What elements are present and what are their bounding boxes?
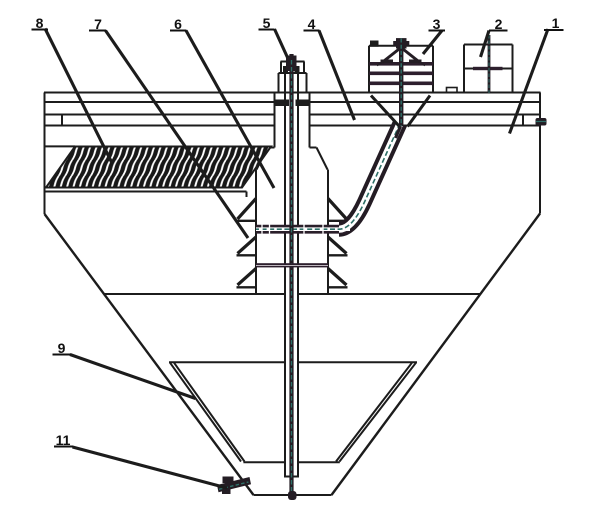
svg-text:8: 8 [36, 15, 44, 31]
svg-text:5: 5 [263, 15, 271, 31]
svg-text:2: 2 [495, 16, 503, 32]
svg-text:9: 9 [58, 340, 66, 356]
svg-text:6: 6 [174, 16, 182, 32]
svg-text:3: 3 [433, 16, 441, 32]
svg-text:11: 11 [56, 432, 71, 448]
svg-text:7: 7 [94, 16, 102, 32]
svg-text:4: 4 [308, 16, 316, 32]
svg-text:1: 1 [552, 15, 560, 31]
